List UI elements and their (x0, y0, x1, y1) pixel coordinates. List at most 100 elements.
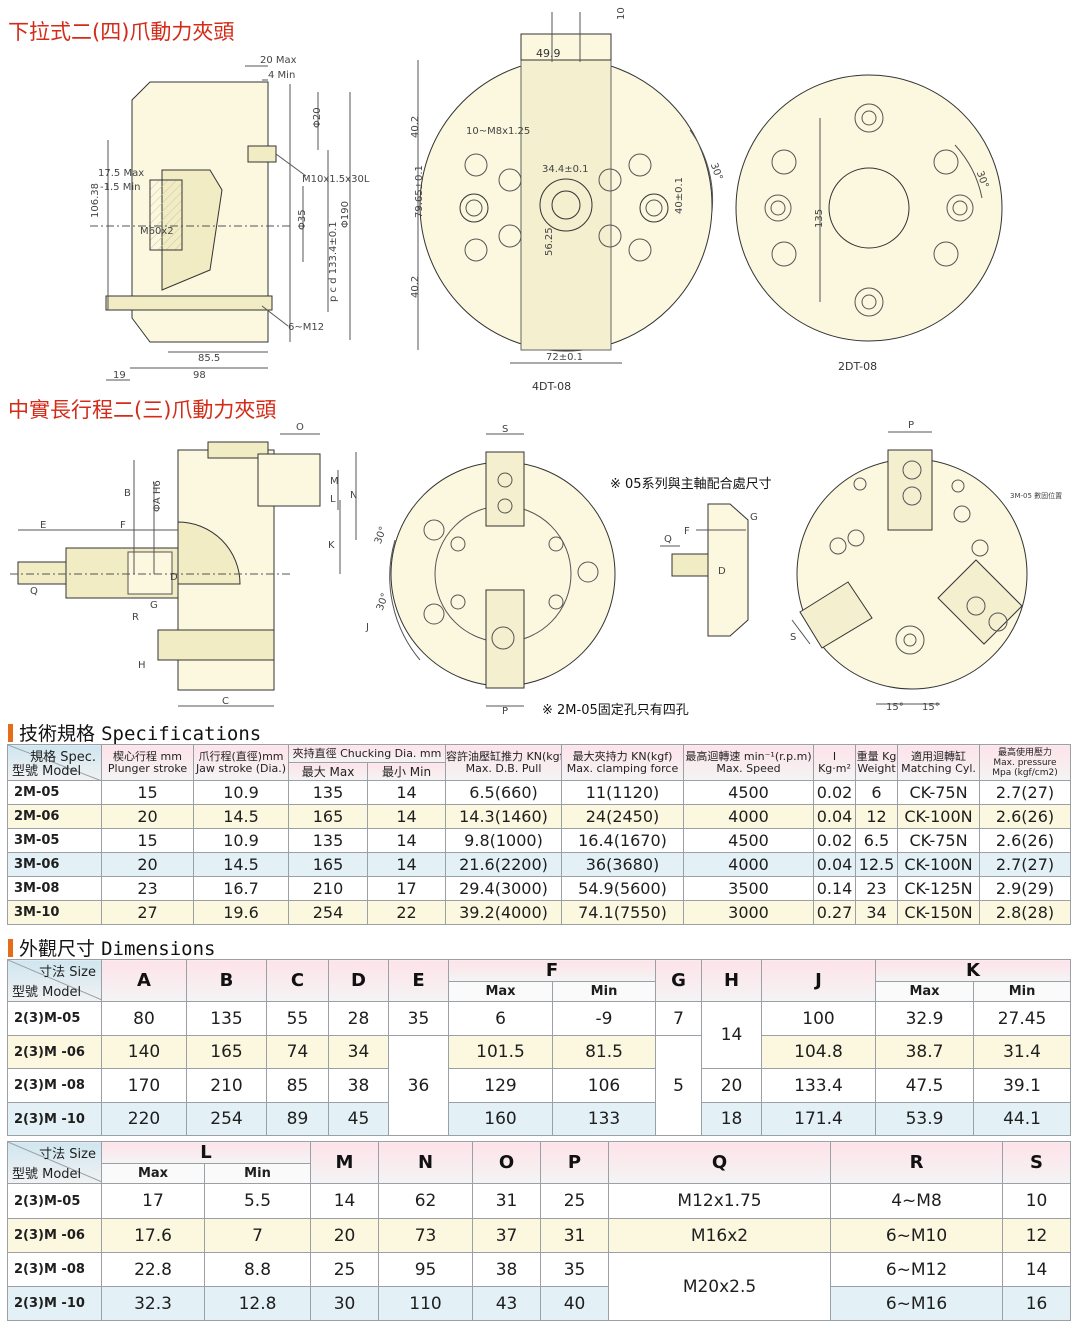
drawing2-title: 中實長行程二(三)爪動力夾頭 (8, 398, 277, 422)
spec-cell: 2.6(26) (979, 828, 1071, 853)
label-B: B (124, 488, 131, 499)
label-4dt-08: 4DT-08 (532, 380, 571, 393)
cell-L-max: 22.8 (101, 1252, 205, 1287)
spec-cell: 2.7(27) (979, 852, 1071, 877)
cell-G: 7 (655, 1001, 703, 1036)
cell-H: 18 (701, 1102, 763, 1136)
spec-cell: 12.5 (855, 852, 898, 877)
spec-cell: 2.7(27) (979, 780, 1071, 805)
spec-cell: 19.6 (193, 900, 289, 925)
dims1-header-E: E (388, 959, 449, 1002)
label-D-detail: D (718, 566, 726, 577)
cell-K-max: 47.5 (875, 1068, 975, 1103)
cell-O: 37 (472, 1218, 542, 1253)
chuck-3-jaw-front-view (791, 431, 1028, 705)
technical-drawings: 20 Max 4 Min Φ20 M10x1.5x30L 17.5 Max -1… (10, 7, 1062, 715)
dims1-header-D: D (328, 959, 389, 1002)
label-4min: 4 Min (268, 70, 295, 81)
spec-header-clamping-force: 最大夾持力 KN(kgf)Max. clamping force (561, 744, 684, 781)
dims1-K-min: Min (973, 981, 1072, 1002)
note-05-series: ※ 05系列與主軸配合處尺寸 (610, 477, 772, 492)
diagonal-line (8, 1142, 101, 1182)
dims2-corner-cell: 寸法 Size 型號 Model (7, 1141, 102, 1184)
label-20max: 20 Max (260, 55, 297, 66)
cell-A: 170 (101, 1068, 187, 1103)
spec-cell: 165 (288, 804, 368, 829)
dims1-K-max: Max (875, 981, 975, 1002)
label-m8: 10~M8x1.25 (466, 126, 530, 137)
chuck-4dt-front-view (417, 12, 714, 364)
cell-R: 6~M16 (830, 1286, 1004, 1321)
dims2-header-S: S (1002, 1141, 1072, 1184)
label-6-m12: 6~M12 (288, 322, 324, 333)
cell-S: 12 (1002, 1218, 1072, 1253)
section-bar-icon (8, 939, 13, 957)
chuck-side-view (90, 65, 351, 381)
model-cell: 2M-05 (7, 780, 102, 805)
drawing1-title: 下拉式二(四)爪動力夾頭 (8, 20, 235, 44)
cell-F-max: 6 (448, 1001, 553, 1036)
cell-M: 20 (310, 1218, 380, 1253)
spec-section-title: 技術規格 Specifications (8, 719, 261, 746)
label-m10: M10x1.5x30L (302, 174, 370, 185)
dims2-header-Q: Q (608, 1141, 832, 1184)
label-Q: Q (30, 586, 38, 597)
cell-Q: M20x2.5 (608, 1252, 832, 1321)
model-cell: 2(3)M -08 (7, 1252, 102, 1287)
cell-J: 100 (761, 1001, 877, 1036)
cell-L-min: 12.8 (203, 1286, 312, 1321)
cell-F-max: 160 (448, 1102, 553, 1136)
cell-P: 25 (540, 1183, 610, 1219)
cell-E: 36 (388, 1035, 449, 1136)
dims1-header-C: C (266, 959, 329, 1002)
label-P-3jaw: P (908, 420, 914, 431)
label-49-9: 49.9 (536, 47, 561, 60)
label-135: 135 (814, 209, 825, 228)
spec-cell: 29.4(3000) (445, 876, 562, 901)
spec-cell: 6.5 (855, 828, 898, 853)
cell-C: 89 (266, 1102, 329, 1136)
label-K: K (328, 540, 335, 551)
label-d190: Φ190 (340, 201, 351, 228)
cell-O: 38 (472, 1252, 542, 1287)
cell-K-max: 38.7 (875, 1035, 975, 1069)
label-J: J (365, 622, 369, 633)
label-G: G (150, 600, 158, 611)
spec-header-max-speed: 最高迴轉速 min⁻¹(r.p.m)Max. Speed (683, 744, 814, 781)
label-S-3jaw: S (790, 632, 796, 643)
dims1-header-B: B (186, 959, 267, 1002)
spec-cell: 27 (101, 900, 194, 925)
model-cell: 2(3)M -10 (7, 1286, 102, 1321)
dims1-header-G: G (655, 959, 703, 1002)
spec-cell: 0.02 (813, 780, 856, 805)
spec-cell: 0.14 (813, 876, 856, 901)
dims2-header-M: M (310, 1141, 380, 1184)
table-row: 2(3)M -10 220 254 89 45 160 133 18 171.4… (7, 1102, 1072, 1136)
label-L: L (330, 494, 336, 505)
model-cell: 2(3)M -08 (7, 1068, 102, 1103)
cell-C: 55 (266, 1001, 329, 1036)
label-106-38: 106.38 (90, 183, 101, 218)
dims2-header-N: N (378, 1141, 474, 1184)
spindle-fit-detail (660, 503, 749, 637)
spec-header-db-pull: 容許油壓缸推力 KN(kgf)Max. D.B. Pull (445, 744, 562, 781)
label-30deg-2jaw: 30° (373, 525, 389, 545)
spec-cell: 2.6(26) (979, 804, 1071, 829)
cell-N: 95 (378, 1252, 474, 1287)
cell-N: 62 (378, 1183, 474, 1219)
cell-S: 16 (1002, 1286, 1072, 1321)
cell-F-min: 133 (551, 1102, 657, 1136)
spec-cell: 0.04 (813, 804, 856, 829)
cell-F-max: 129 (448, 1068, 553, 1103)
cell-B: 135 (186, 1001, 267, 1036)
dims2-L-max: Max (101, 1163, 205, 1184)
table-row: 2(3)M -10 32.3 12.8 30 110 43 40 6~M16 1… (7, 1286, 1072, 1321)
label-m60: M60x2 (140, 226, 174, 237)
cell-K-min: 44.1 (973, 1102, 1072, 1136)
label-O: O (296, 422, 304, 433)
